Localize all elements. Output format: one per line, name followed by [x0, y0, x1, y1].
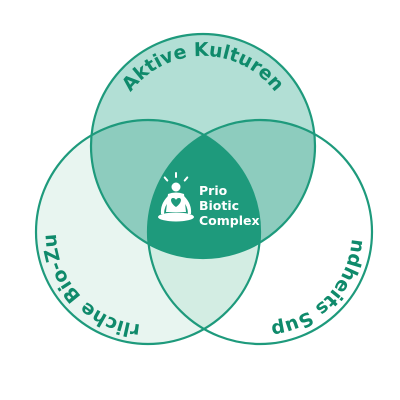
center-line-1: Prio — [199, 183, 228, 198]
circle-left-outline — [34, 118, 262, 346]
circle-top-outline — [89, 32, 317, 260]
circle-right-outline — [146, 118, 374, 346]
center-line-2: Biotic — [199, 198, 239, 213]
overlap-center — [148, 120, 260, 258]
center-line-3: Complex — [199, 213, 260, 228]
heart-icon — [171, 198, 181, 207]
